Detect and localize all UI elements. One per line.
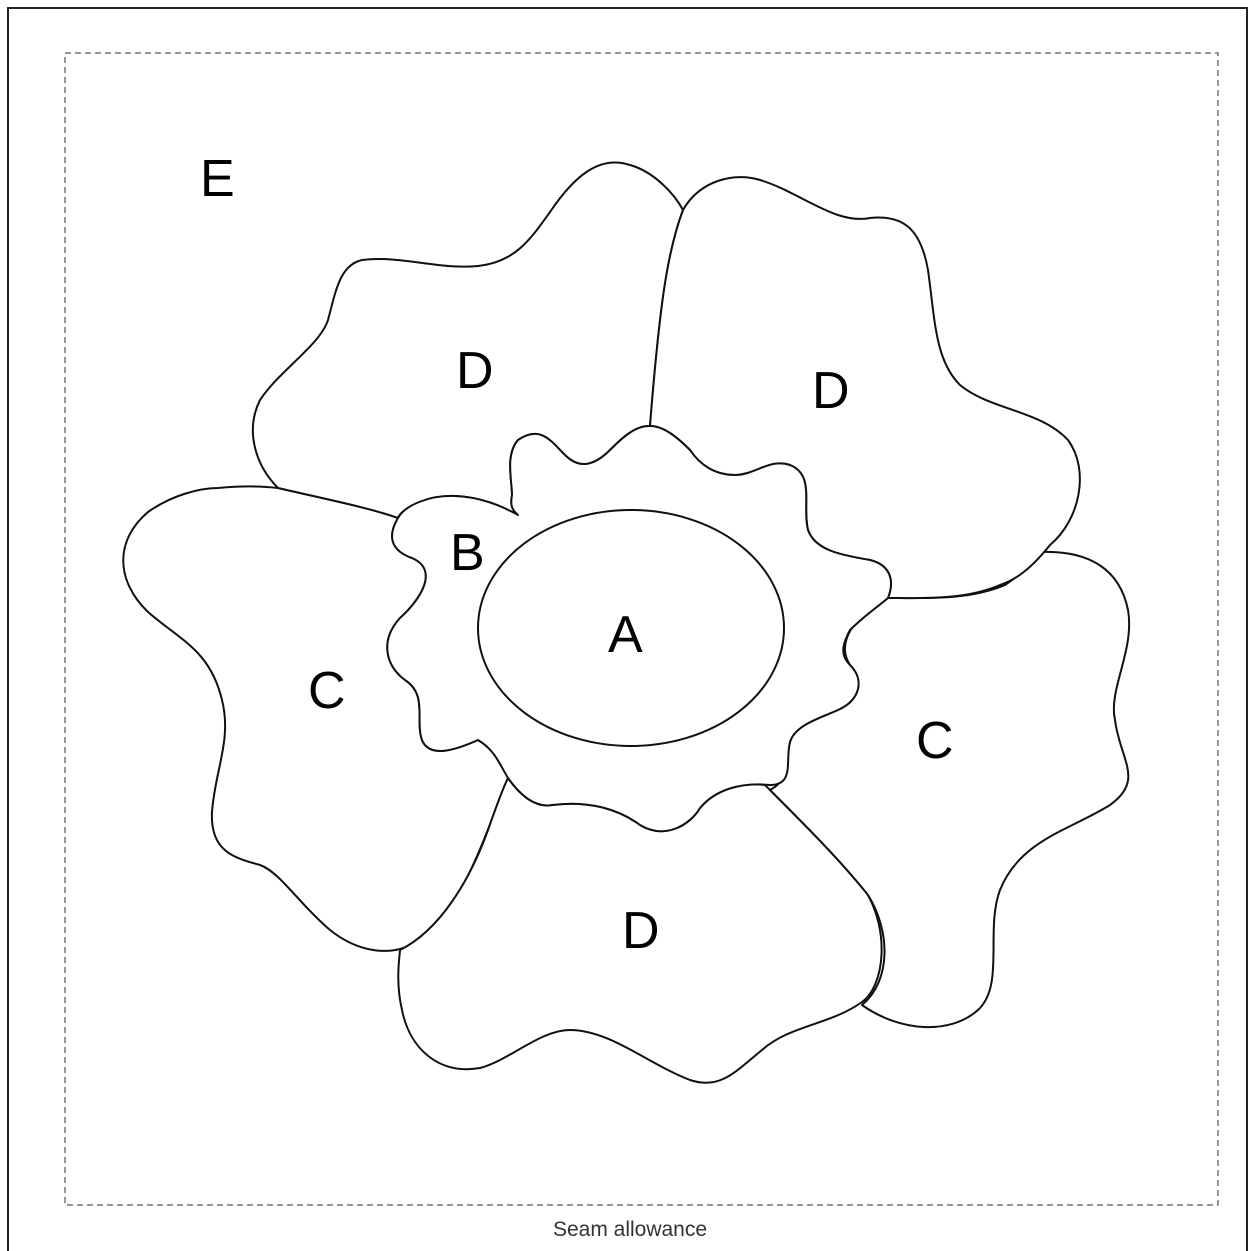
label-b: B	[450, 524, 485, 582]
label-e: E	[200, 150, 235, 208]
label-a: A	[608, 606, 643, 664]
label-d-top-right: D	[812, 362, 850, 420]
seam-allowance-caption: Seam allowance	[553, 1218, 707, 1241]
label-d-bottom: D	[622, 902, 660, 960]
label-d-top-left: D	[456, 342, 494, 400]
label-c-left: C	[308, 662, 346, 720]
label-c-right: C	[916, 712, 954, 770]
